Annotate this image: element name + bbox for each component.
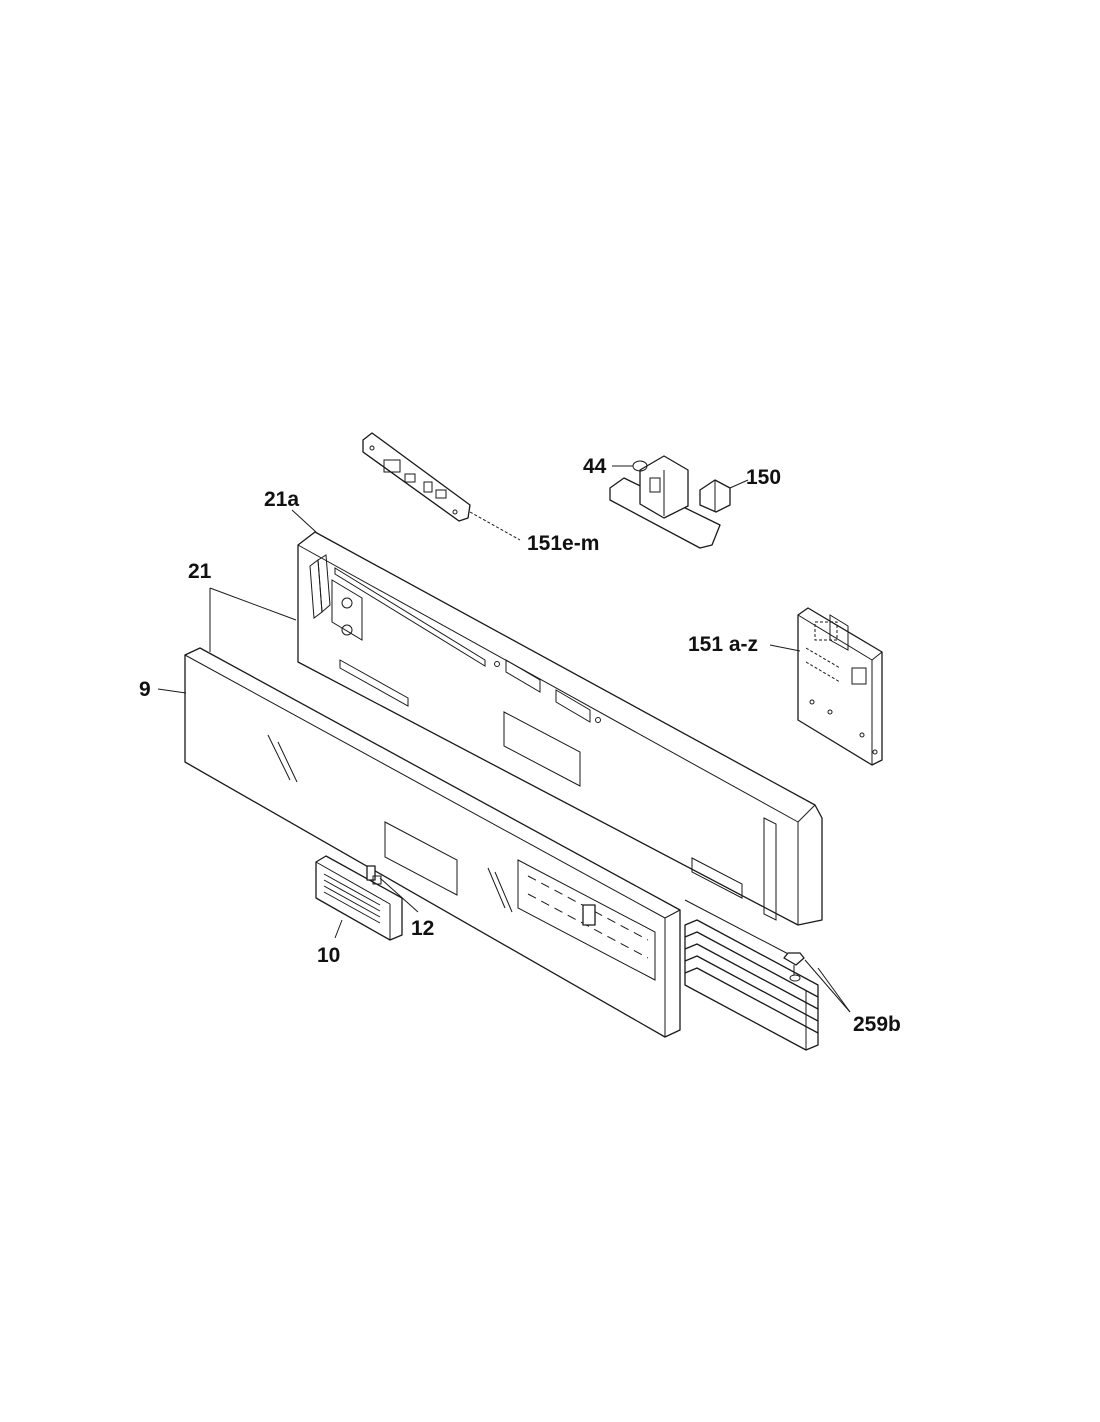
plinth-strips-259b (684, 899, 819, 1051)
callout-labels: 21a 21 9 44 150 151e-m 151 a-z 12 10 259… (139, 455, 901, 1036)
callout-21a: 21a (264, 488, 299, 511)
clip-12 (366, 865, 382, 885)
micro-switch-150 (699, 479, 749, 513)
door-lock-44 (609, 455, 721, 549)
front-panel-9 (184, 647, 681, 1038)
callout-9: 9 (139, 678, 151, 701)
callout-151e-m: 151e-m (527, 532, 599, 555)
callout-12: 12 (411, 917, 434, 940)
leader-lines (157, 465, 851, 1013)
callout-151a-z: 151 a-z (688, 633, 758, 656)
control-board-151a-z (797, 607, 883, 766)
handle-10 (315, 855, 403, 941)
callout-150: 150 (746, 466, 781, 489)
console-frame-21a (297, 531, 823, 926)
control-board-151e-m (362, 432, 521, 541)
callout-44: 44 (583, 455, 607, 478)
callout-259b: 259b (853, 1013, 901, 1036)
callout-21: 21 (188, 560, 212, 583)
callout-10: 10 (317, 944, 340, 967)
